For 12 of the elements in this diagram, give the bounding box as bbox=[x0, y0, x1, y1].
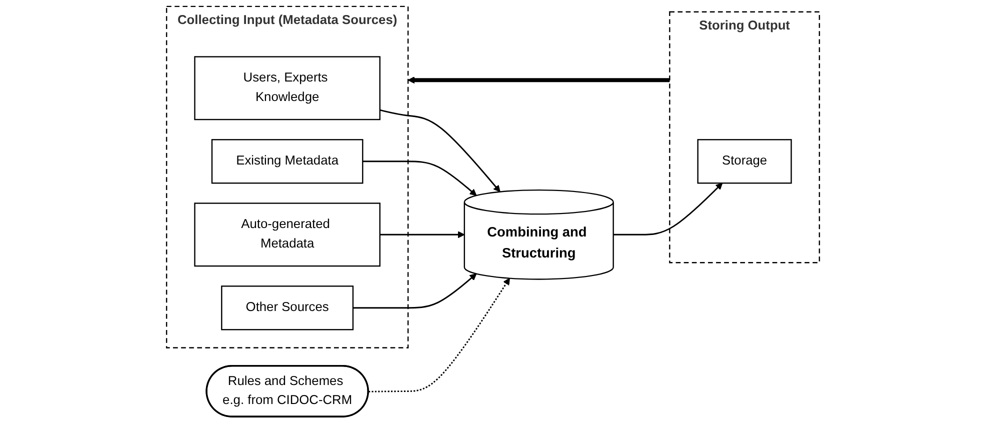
node-box: Users, Experts Knowledge bbox=[194, 56, 380, 120]
arrow bbox=[408, 76, 670, 84]
arrow bbox=[380, 231, 465, 238]
arrow bbox=[352, 273, 477, 309]
arrow bbox=[368, 278, 510, 392]
node-box: Auto-generated Metadata bbox=[194, 202, 380, 267]
node-box: Other Sources bbox=[221, 286, 354, 330]
arrow bbox=[362, 160, 477, 196]
arrow bbox=[380, 109, 500, 192]
node-box: Existing Metadata bbox=[211, 139, 364, 184]
node-box: Storage bbox=[697, 139, 792, 184]
arrow bbox=[613, 182, 723, 236]
